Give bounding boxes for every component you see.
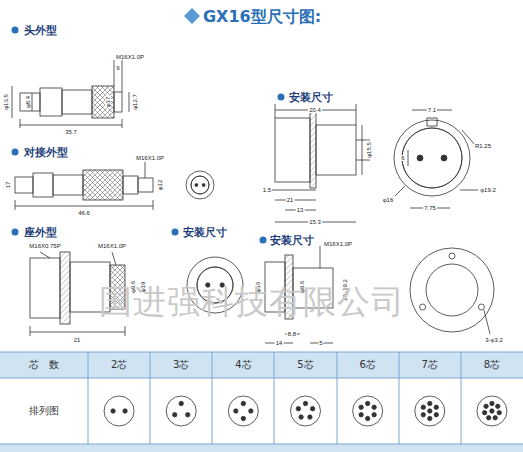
dimension: 15.3: [308, 219, 322, 225]
dimension: 6: [400, 155, 405, 161]
table-header: 芯 数: [29, 360, 59, 370]
watermark: 国进强科技有限公司: [99, 285, 405, 318]
thread-spec: M16X1.0P: [115, 54, 145, 60]
section-label: 安装尺寸: [183, 227, 227, 238]
dimension: 20.4: [308, 107, 322, 113]
dimension: φ17: [105, 96, 111, 109]
dimension: 13: [296, 207, 305, 213]
dimension: 1.5: [262, 187, 272, 193]
section-label: 对接外型: [24, 147, 68, 158]
thread-spec: M16X1.0P: [97, 243, 127, 249]
section-label: 安装尺寸: [289, 92, 333, 103]
thread-spec: M16X1.0P: [323, 241, 353, 247]
dimension: φ8.4: [25, 95, 31, 109]
dimension: R1.25: [474, 143, 492, 149]
dimension: 14: [275, 340, 284, 346]
dimension: φ12.7: [132, 93, 138, 111]
dimension: 21: [286, 197, 295, 203]
section-label: 安装尺寸: [270, 235, 314, 246]
dimension: 17: [5, 181, 11, 190]
table-header: 2芯: [111, 360, 127, 370]
table-header: 7芯: [422, 360, 438, 370]
table-header: 5芯: [297, 360, 313, 370]
dimension: 9: [115, 65, 120, 71]
dimension: 7.1: [427, 107, 437, 113]
section-label: 头外型: [24, 25, 57, 36]
dimension: 8.8: [287, 331, 297, 337]
dimension: φ12: [157, 179, 163, 192]
table-header: 3芯: [173, 360, 189, 370]
section-label: 座外型: [24, 227, 57, 238]
dimension: φ16: [382, 197, 395, 203]
dimension: 46.6: [77, 210, 91, 216]
row-label: 排列图: [29, 406, 59, 416]
dimension: 7.75: [423, 205, 437, 211]
dimension: 35.7: [64, 129, 78, 135]
table-header: 4芯: [235, 360, 251, 370]
dimension: φ15.5: [366, 141, 372, 159]
dimension: 3-φ3.2: [484, 337, 504, 343]
dimension: φ19.2: [479, 187, 497, 193]
thread-spec: M16X0.75P: [28, 243, 61, 249]
dimension: φ13.5: [3, 93, 9, 111]
dimension: 21: [73, 337, 82, 343]
dimension: 5: [318, 340, 323, 346]
page-title: GX16型尺寸图:: [203, 9, 321, 25]
table-header: 8芯: [484, 360, 500, 370]
table-header: 6芯: [359, 360, 375, 370]
thread-spec: M16X1.0P: [135, 155, 165, 161]
